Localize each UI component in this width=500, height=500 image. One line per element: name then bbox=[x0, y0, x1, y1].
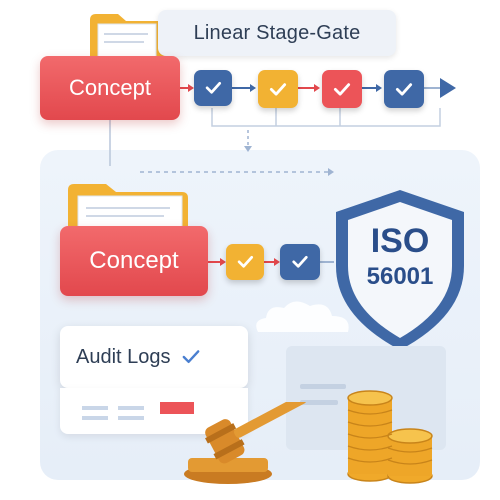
check-icon bbox=[182, 350, 199, 363]
gate-3-check bbox=[322, 70, 362, 108]
badge-line1: ISO bbox=[371, 222, 430, 260]
cloud-icon bbox=[256, 301, 349, 332]
arrow-right-icon bbox=[440, 78, 456, 98]
arrow-right-icon bbox=[188, 84, 194, 92]
check-icon bbox=[237, 256, 253, 268]
audit-logs-card: Audit Logs bbox=[60, 326, 248, 388]
audit-logs-label: Audit Logs bbox=[76, 345, 171, 368]
check-icon bbox=[395, 82, 413, 96]
arrow-right-icon bbox=[314, 84, 320, 92]
concept-stage-top: Concept bbox=[40, 56, 180, 120]
gate-1-check bbox=[194, 70, 232, 106]
check-icon bbox=[333, 82, 351, 96]
gate-a-check bbox=[226, 244, 264, 280]
gavel-icon bbox=[184, 402, 307, 484]
diagram-title: Linear Stage-Gate bbox=[158, 10, 396, 56]
gate-2-check bbox=[258, 70, 298, 108]
badge-line2: 56001 bbox=[367, 263, 434, 290]
check-icon bbox=[205, 82, 221, 94]
folder-icon bbox=[90, 14, 166, 60]
arrow-right-icon bbox=[220, 258, 226, 266]
shield-icon: ISO 56001 bbox=[336, 190, 464, 350]
gate-4-check bbox=[384, 70, 424, 108]
concept-stage-bottom: Concept bbox=[60, 226, 208, 296]
check-icon bbox=[292, 256, 308, 268]
feedback-line bbox=[211, 108, 441, 127]
arrow-right-icon bbox=[376, 84, 382, 92]
check-icon bbox=[269, 82, 287, 96]
coins-icon bbox=[347, 390, 433, 484]
arrow-right-icon bbox=[274, 258, 280, 266]
log-flag bbox=[160, 402, 194, 414]
gate-b-check bbox=[280, 244, 320, 280]
arrow-right-icon bbox=[250, 84, 256, 92]
